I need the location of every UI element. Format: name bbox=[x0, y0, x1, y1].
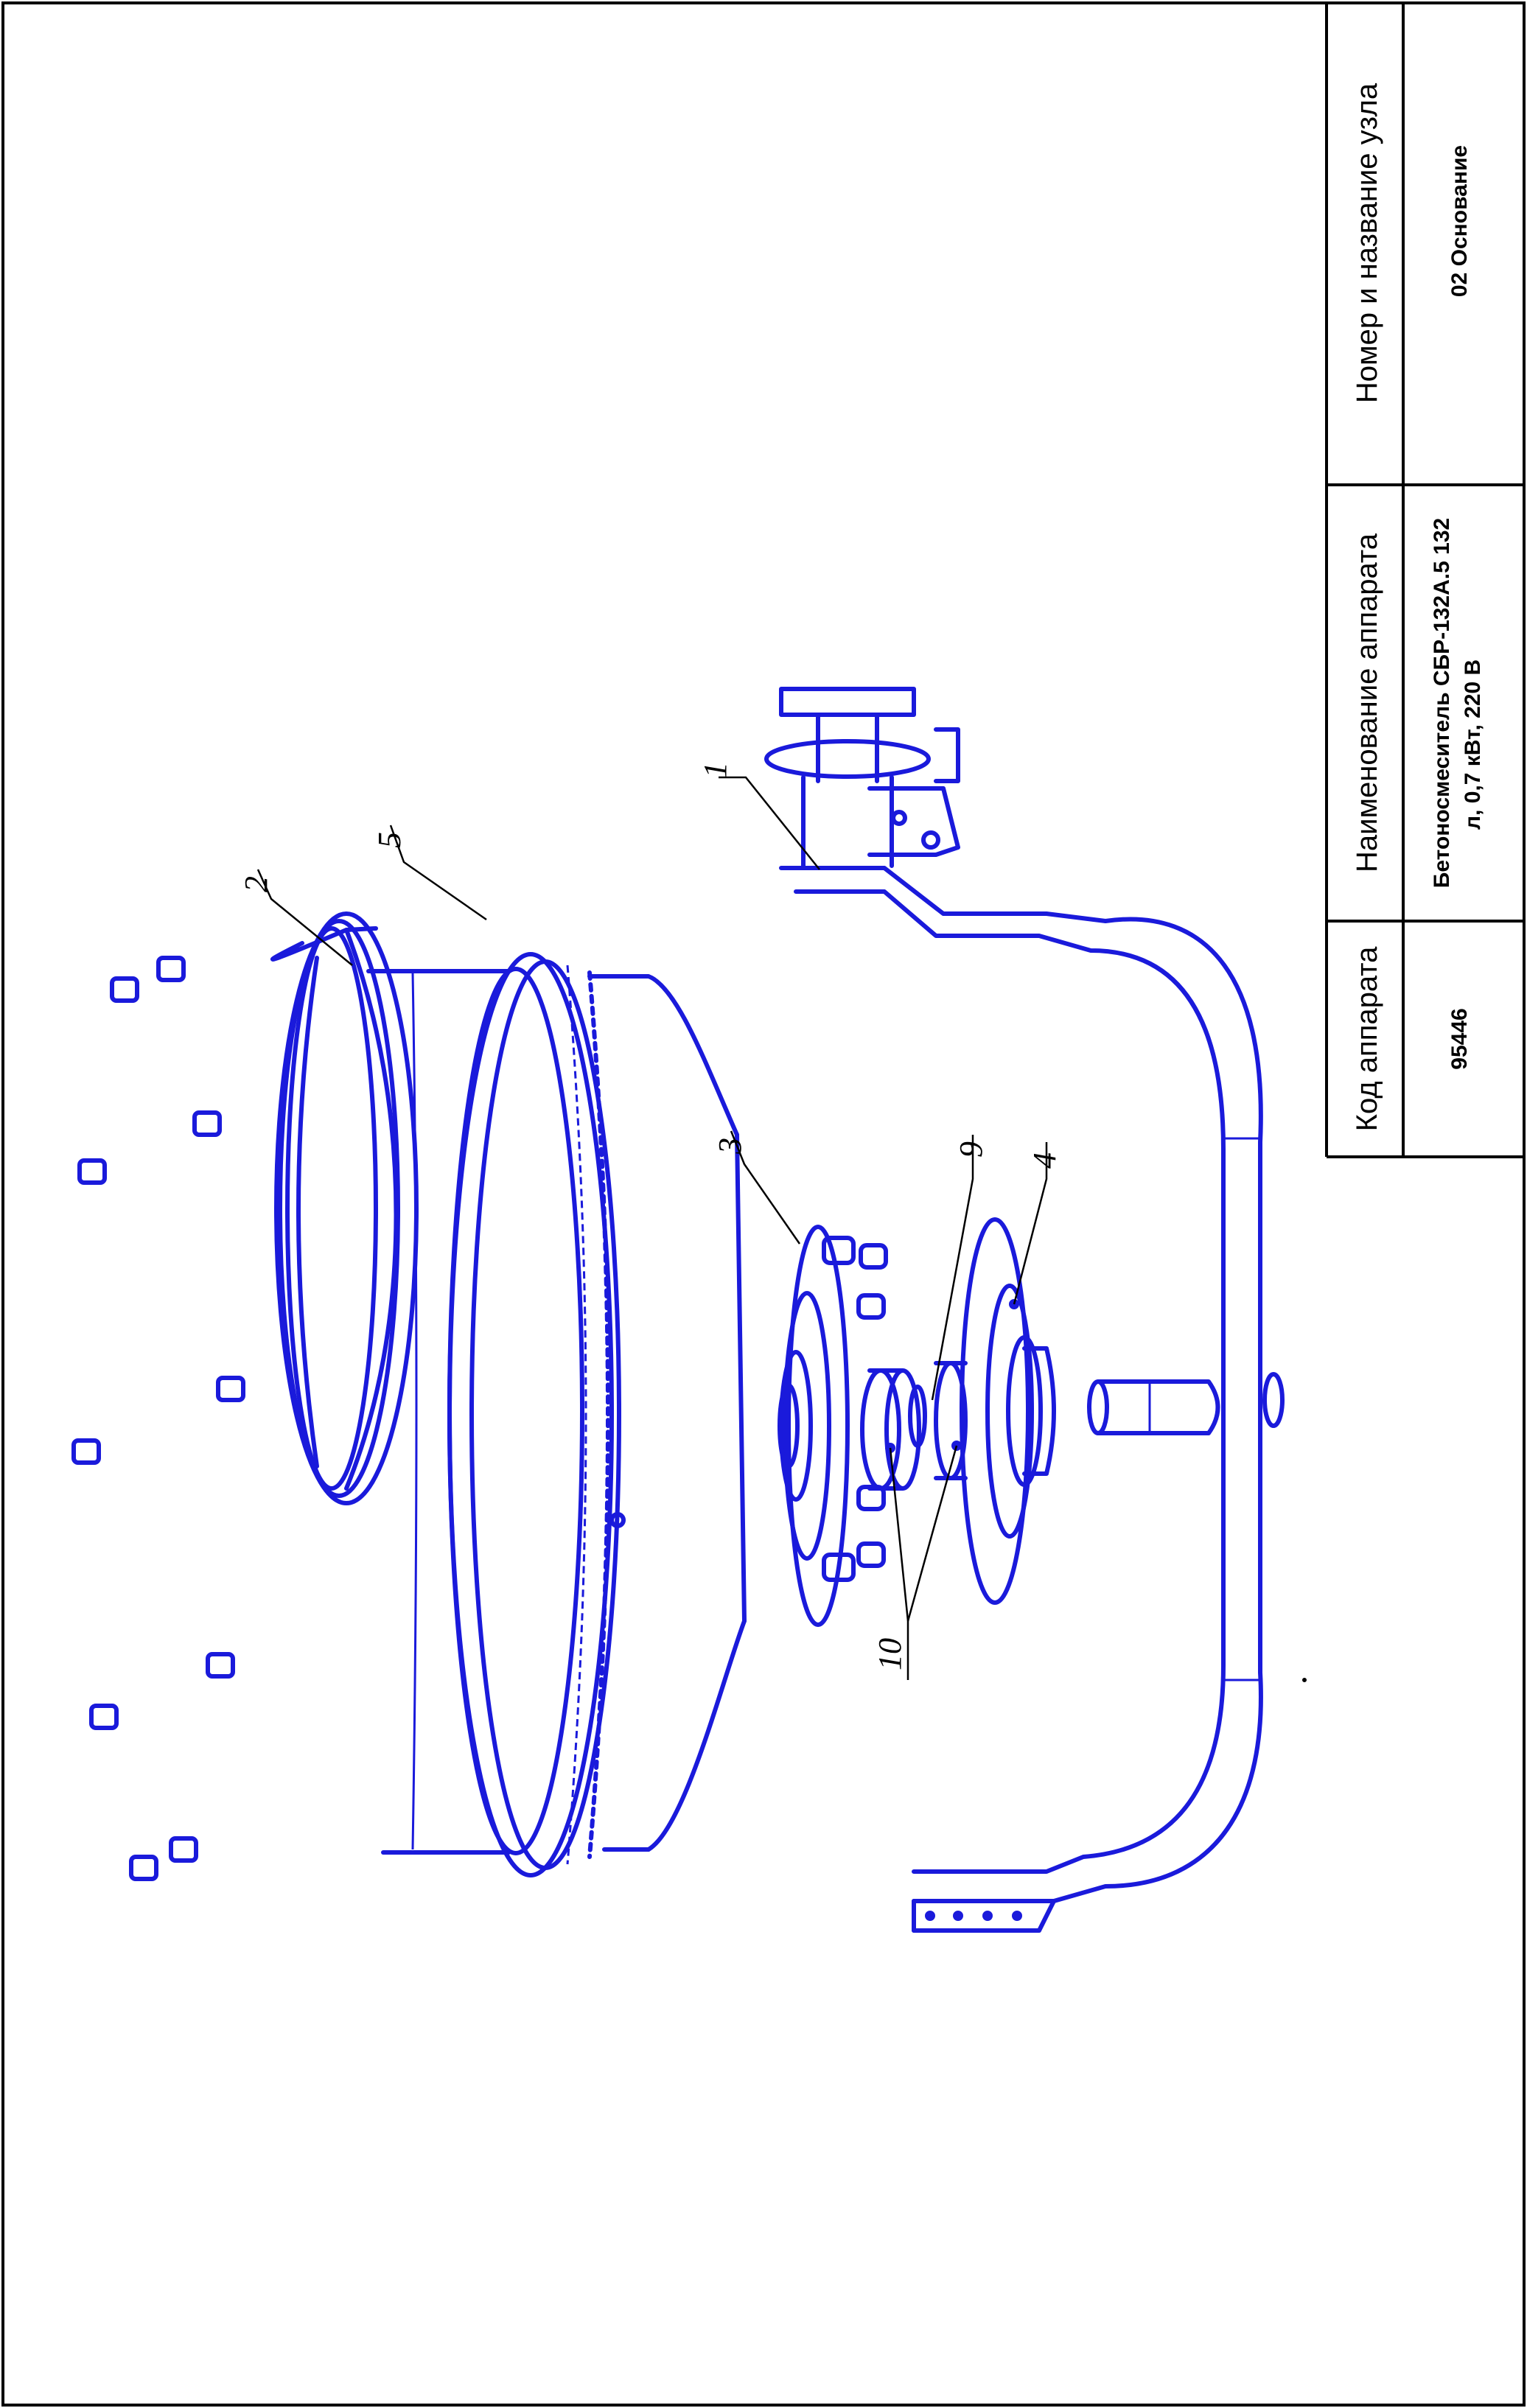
callout-10: 10 bbox=[872, 1445, 958, 1680]
callout-label-5: 5 bbox=[371, 832, 408, 848]
callout-label-4: 4 bbox=[1027, 1152, 1063, 1169]
code-header: Код аппарата bbox=[1351, 946, 1383, 1131]
name-value-line2: л, 0,7 кВт, 220 В bbox=[1461, 659, 1485, 830]
callout-label-9: 9 bbox=[953, 1141, 989, 1158]
bushing-part-10 bbox=[860, 1368, 921, 1491]
bearing-housing-part-1 bbox=[764, 687, 960, 868]
unit-value: 02 Основание bbox=[1447, 145, 1472, 297]
unit-header: Номер и название узла bbox=[1351, 83, 1383, 403]
name-value-line1: Бетоносмеситель СБР-132А.5 132 bbox=[1430, 518, 1454, 888]
callout-label-3: 3 bbox=[712, 1138, 748, 1155]
flange-part-4 bbox=[960, 1217, 1056, 1605]
shaft-pin bbox=[1087, 1379, 1220, 1435]
ring-gear-part-5 bbox=[447, 952, 626, 1877]
name-header: Наименование аппарата bbox=[1351, 533, 1383, 872]
bearing-flange-part-3 bbox=[778, 1225, 850, 1627]
callout-label-10: 10 bbox=[872, 1638, 908, 1670]
callout-3: 3 bbox=[712, 1130, 801, 1245]
drum-flange-part-2 bbox=[270, 911, 419, 1505]
callout-label-2: 2 bbox=[238, 876, 274, 892]
code-value: 95446 bbox=[1447, 1008, 1472, 1069]
drum-body bbox=[366, 967, 747, 1855]
callout-2: 2 bbox=[238, 869, 353, 966]
title-block: Код аппарата Наименование аппарата Номер… bbox=[1325, 3, 1524, 1158]
callout-4: 4 bbox=[1013, 1142, 1063, 1305]
callout-9: 9 bbox=[931, 1135, 989, 1401]
bolt-group bbox=[71, 956, 245, 1881]
callout-1: 1 bbox=[697, 762, 820, 870]
stray-dot bbox=[1302, 1678, 1307, 1682]
callout-5: 5 bbox=[371, 825, 487, 921]
callout-label-1: 1 bbox=[697, 762, 733, 778]
base-frame-part-1 bbox=[779, 866, 1285, 1933]
nut-group bbox=[822, 1236, 888, 1582]
